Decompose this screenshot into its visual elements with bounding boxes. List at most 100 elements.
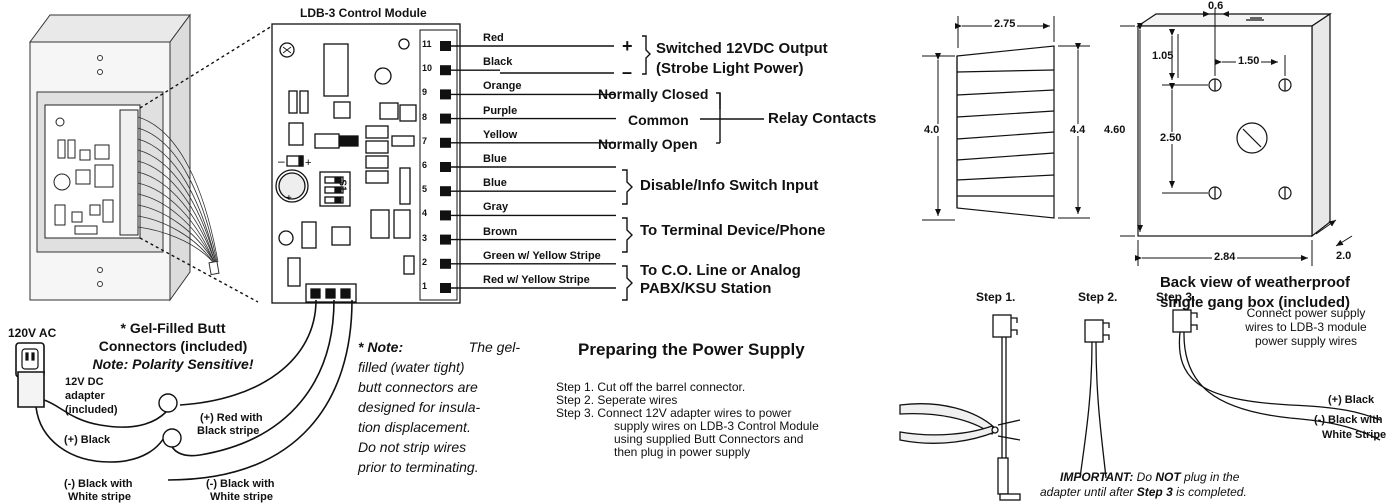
black-white-b1: (-) Black with xyxy=(206,478,275,490)
normally-open-label: Normally Open xyxy=(598,136,698,152)
terminal-wire-label: Purple xyxy=(483,104,518,117)
step2-label: Step 2. xyxy=(1078,290,1118,304)
important-f: Step 3 xyxy=(1136,485,1173,499)
connect-line2: wires to LDB-3 module xyxy=(1245,320,1367,334)
terminal-number: 5 xyxy=(422,184,428,195)
prep-step2: Step 2. Seperate wires xyxy=(556,393,678,407)
dim-150: 1.50 xyxy=(1236,55,1262,67)
gel-note-line4: tion displacement. xyxy=(358,419,471,435)
box-side-view xyxy=(956,45,1055,219)
cap-plus: + xyxy=(286,193,292,204)
important-a: IMPORTANT: xyxy=(1060,470,1134,484)
dip-label: S1 xyxy=(336,179,348,192)
relay-contacts-label: Relay Contacts xyxy=(768,110,877,127)
terminal-block xyxy=(440,41,616,293)
terminal-number: 8 xyxy=(422,111,428,122)
dim-460: 4.60 xyxy=(1104,124,1126,136)
plus-sign: + xyxy=(622,36,633,56)
terminal-wire-label: Black xyxy=(483,56,513,69)
step-minus-1: (-) Black with xyxy=(1314,414,1383,426)
important-b: Do xyxy=(1133,470,1156,484)
terminal-screw-11 xyxy=(440,41,451,51)
terminal-screw-5 xyxy=(440,186,451,197)
terminal-wire-label: Blue xyxy=(483,177,507,190)
prep-step3-c: using supplied Butt Connectors and xyxy=(614,432,804,446)
terminal-device-label: To Terminal Device/Phone xyxy=(640,222,826,239)
disable-switch-label: Disable/Info Switch Input xyxy=(640,177,819,194)
terminal-wire-label: Orange xyxy=(483,80,522,93)
important-e: adapter until after xyxy=(1040,485,1137,499)
common-label: Common xyxy=(628,112,689,128)
gel-note-line2: butt connectors are xyxy=(358,379,478,395)
terminal-number: 7 xyxy=(422,135,428,146)
dim-w: 2.75 xyxy=(992,18,1018,30)
normally-closed-label: Normally Closed xyxy=(598,86,709,102)
switched-output-line2: (Strobe Light Power) xyxy=(656,60,804,77)
control-module-board xyxy=(271,23,461,304)
adapter-line2: adapter xyxy=(65,390,105,402)
terminal-number: 11 xyxy=(422,39,432,49)
gel-note-line1: filled (water tight) xyxy=(358,359,465,375)
black-white-a1: (-) Black with xyxy=(64,478,133,490)
gel-note: * Note: The gel- filled (water tight) bu… xyxy=(358,337,520,477)
step1-label: Step 1. xyxy=(976,290,1016,304)
co-line-label-1: To C.O. Line or Analog xyxy=(640,262,801,279)
dim-105: 1.05 xyxy=(1152,50,1174,62)
gel-note-line0: The gel- xyxy=(468,339,520,355)
box-back-view xyxy=(1136,12,1332,238)
box-caption-1: Back view of weatherproof xyxy=(1159,274,1351,291)
box-caption-2: single gang box (included) xyxy=(1159,294,1350,311)
terminal-wire-label: Red w/ Yellow Stripe xyxy=(483,274,590,286)
diode-minus: – xyxy=(278,154,285,168)
terminal-screw-7 xyxy=(440,137,451,148)
dim-284: 2.84 xyxy=(1212,251,1238,263)
step-minus-2: White Stripe xyxy=(1322,429,1387,441)
ac-label: 120V AC xyxy=(8,326,57,340)
important-d: plug in the xyxy=(1180,470,1240,484)
terminal-screw-4 xyxy=(440,210,451,221)
terminal-number: 10 xyxy=(422,63,433,74)
dim-h-left: 4.0 xyxy=(924,124,940,136)
small-module xyxy=(44,104,141,239)
dim-20: 2.0 xyxy=(1336,250,1352,262)
step3-label: Step 3. xyxy=(1156,290,1196,304)
gel-note-label: * Note: xyxy=(358,339,404,355)
terminal-number: 3 xyxy=(422,232,428,243)
terminal-wire-label: Red xyxy=(483,32,504,44)
black-white-b2: White stripe xyxy=(210,491,273,503)
important-line2: adapter until after Step 3 is completed. xyxy=(1040,485,1247,499)
step-illustrations xyxy=(899,309,1381,501)
terminal-number: 9 xyxy=(422,87,428,98)
terminal-number: 1 xyxy=(422,281,428,291)
module-title: LDB-3 Control Module xyxy=(300,6,427,20)
gel-note-line3: designed for insula- xyxy=(358,399,481,415)
terminal-wire-label: Blue xyxy=(483,153,507,165)
connect-line3: power supply wires xyxy=(1254,334,1358,348)
terminal-screw-2 xyxy=(440,258,451,269)
butt-title-1: * Gel-Filled Butt xyxy=(120,320,226,336)
dim-top: 0.6 xyxy=(1208,0,1224,12)
important-g: is completed. xyxy=(1172,485,1247,499)
minus-sign: – xyxy=(622,62,633,82)
terminal-number: 6 xyxy=(422,160,428,170)
important-line1: IMPORTANT: Do NOT plug in the xyxy=(1060,470,1239,484)
terminal-screw-8 xyxy=(440,113,451,124)
black-white-a2: White stripe xyxy=(68,491,131,503)
prep-step3-b: supply wires on LDB-3 Control Module xyxy=(614,419,819,433)
butt-title-2: Connectors (included) xyxy=(98,338,248,354)
co-line-label-2: PABX/KSU Station xyxy=(640,280,772,297)
plus-black: (+) Black xyxy=(64,434,111,446)
adapter-line3: (included) xyxy=(65,404,118,416)
terminal-wire-label: Yellow xyxy=(483,128,518,141)
prep-step1: Step 1. Cut off the barrel connector. xyxy=(556,380,746,394)
red-stripe-1: (+) Red with xyxy=(200,412,263,424)
output-brackets xyxy=(500,35,764,301)
terminal-screw-6 xyxy=(440,162,451,172)
butt-note: Note: Polarity Sensitive! xyxy=(92,356,254,372)
terminal-screw-9 xyxy=(440,89,451,100)
step-plus-black: (+) Black xyxy=(1328,394,1375,406)
prep-step3-a: Step 3. Connect 12V adapter wires to pow… xyxy=(556,406,792,420)
connect-line1: Connect power supply xyxy=(1246,306,1366,320)
terminal-wire-label: Brown xyxy=(483,225,518,238)
